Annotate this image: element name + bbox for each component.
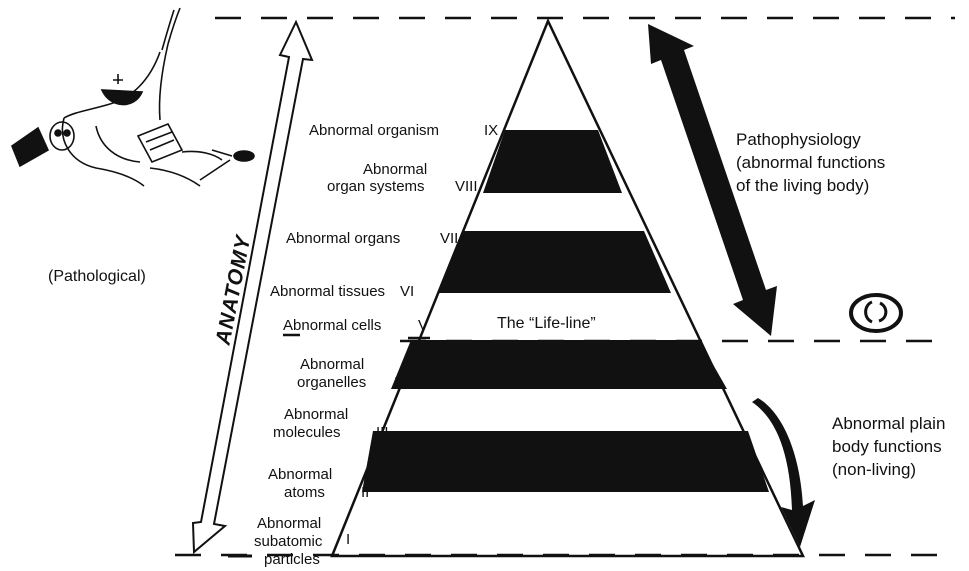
pathological-label: (Pathological) (48, 268, 146, 285)
level-3-label-line2: molecules (273, 424, 341, 441)
pathophysiology-line2: (abnormal functions (736, 153, 886, 172)
plain-functions-arrow (752, 398, 815, 547)
level-7-numeral: VII (440, 230, 459, 247)
level-4-numeral: IV (394, 374, 409, 391)
level-9-numeral: IX (484, 122, 499, 139)
level-1-numeral: I (346, 531, 351, 548)
level-2-label-line1: Abnormal (268, 466, 333, 483)
level-5-label: Abnormal cells (283, 317, 382, 334)
plain-functions-line2: body functions (832, 437, 942, 456)
level-8-label-line2: organ systems (327, 178, 425, 195)
level-5-numeral: V (418, 317, 429, 334)
level-1-label-line3: particles (264, 551, 320, 568)
level-6-label: Abnormal tissues (270, 283, 386, 300)
plain-functions-line1: Abnormal plain (832, 414, 946, 433)
level-4-label-line1: Abnormal (300, 356, 365, 373)
level-6-numeral: VI (400, 283, 415, 300)
level-3-label-line1: Abnormal (284, 406, 349, 423)
level-1-label-line1: Abnormal (257, 515, 322, 532)
level-7-label: Abnormal organs (286, 230, 401, 247)
plain-functions-line3: (non-living) (832, 460, 917, 479)
lifeline-label: The “Life-line” (497, 315, 596, 332)
level-3-numeral: III (376, 424, 389, 441)
level-8-numeral: VIII (455, 178, 478, 195)
level-8-label-line1: Abnormal (363, 161, 428, 178)
pathophysiology-arrow (648, 24, 777, 336)
pathophysiology-line3: of the living body) (736, 176, 870, 195)
pathophysiology-line1: Pathophysiology (736, 130, 861, 149)
level-4-label-line2: organelles (297, 374, 367, 391)
level-9-label: Abnormal organism (309, 122, 440, 139)
pyramid-outline (330, 17, 805, 558)
cell-icon (849, 293, 903, 333)
level-1-label-line2: subatomic (254, 533, 323, 550)
pyramid-bands (362, 130, 769, 492)
level-2-numeral: II (361, 484, 370, 501)
level-2-label-line2: atoms (284, 484, 325, 501)
anatomy-arrow (191, 19, 314, 555)
skeleton-reaper-illustration (11, 7, 255, 187)
